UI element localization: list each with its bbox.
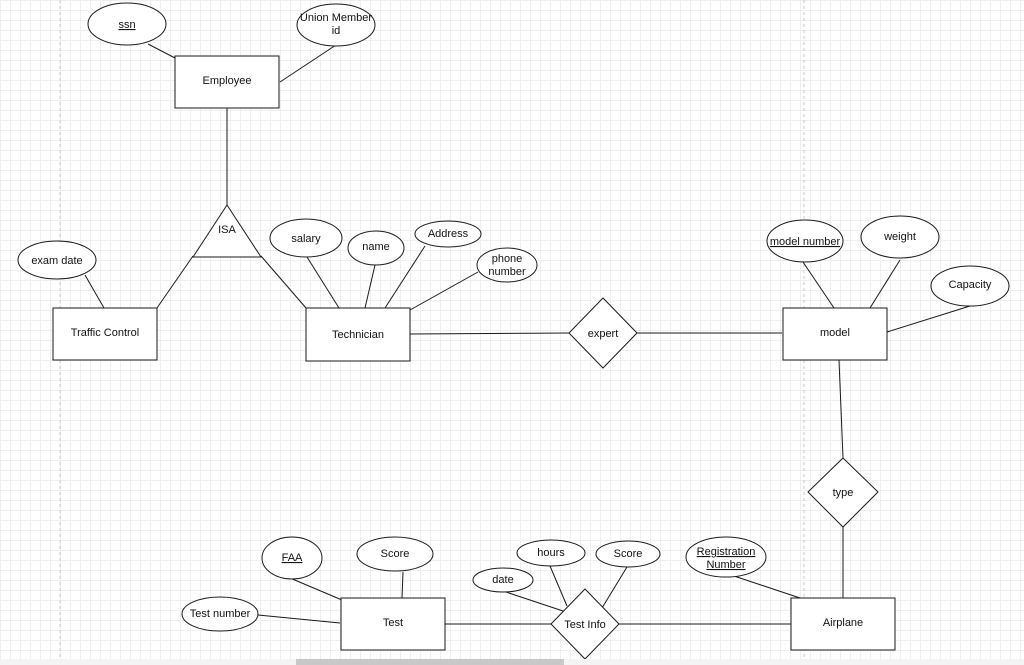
attribute-registration-number-line1: Registration (697, 546, 756, 558)
attribute-registration-number-line2: Number (706, 559, 745, 571)
relationship-type-label: type (833, 487, 854, 499)
attribute-salary[interactable]: salary (269, 218, 343, 258)
entity-traffic-control-label: Traffic Control (71, 327, 139, 339)
attribute-info-score[interactable]: Score (595, 540, 661, 568)
attribute-capacity[interactable]: Capacity (930, 265, 1010, 307)
attribute-union-member-id-line2: id (332, 25, 341, 37)
attribute-test-score[interactable]: Score (356, 536, 434, 572)
relationship-expert-label: expert (588, 328, 619, 340)
attribute-hours-label: hours (537, 547, 565, 559)
attribute-registration-number[interactable]: Registration Number (685, 536, 767, 578)
relationship-expert[interactable]: expert (568, 297, 638, 369)
entity-test-label: Test (383, 617, 403, 629)
entity-model-label: model (820, 327, 850, 339)
attribute-date[interactable]: date (472, 567, 534, 593)
attribute-date-label: date (492, 574, 513, 586)
entity-traffic-control[interactable]: Traffic Control (52, 307, 158, 361)
attribute-phone-number-line2: number (488, 266, 526, 278)
attribute-test-number-label: Test number (190, 608, 251, 620)
attribute-hours[interactable]: hours (516, 539, 586, 567)
entity-test[interactable]: Test (340, 597, 446, 651)
entity-model[interactable]: model (782, 307, 888, 361)
attribute-phone-number[interactable]: phone number (476, 247, 538, 283)
attribute-union-member-id-line1: Union Member (300, 12, 372, 24)
attribute-faa[interactable]: FAA (261, 536, 323, 580)
attribute-address-label: Address (428, 228, 469, 240)
entity-employee-label: Employee (203, 75, 252, 87)
attribute-test-score-label: Score (381, 548, 410, 560)
attribute-weight-label: weight (883, 231, 916, 243)
entity-technician-label: Technician (332, 329, 384, 341)
attribute-model-number-label: model number (770, 236, 841, 248)
attribute-address[interactable]: Address (414, 220, 482, 248)
isa-label: ISA (218, 224, 236, 236)
attribute-test-number[interactable]: Test number (181, 596, 259, 632)
relationship-type[interactable]: type (807, 457, 879, 528)
relationship-test-info[interactable]: Test Info (550, 588, 620, 660)
entity-airplane-label: Airplane (823, 617, 863, 629)
attribute-faa-label: FAA (282, 552, 303, 564)
horizontal-scrollbar-thumb[interactable] (296, 659, 564, 665)
entity-airplane[interactable]: Airplane (790, 597, 896, 651)
attribute-exam-date-label: exam date (31, 255, 82, 267)
attribute-union-member-id[interactable]: Union Member id (296, 3, 376, 47)
isa-triangle[interactable]: ISA (192, 204, 262, 258)
entity-employee[interactable]: Employee (174, 55, 280, 109)
attribute-weight[interactable]: weight (860, 215, 940, 259)
attribute-exam-date[interactable]: exam date (17, 240, 97, 280)
entity-technician[interactable]: Technician (305, 307, 411, 362)
attribute-capacity-label: Capacity (949, 279, 992, 291)
attribute-salary-label: salary (291, 233, 321, 245)
relationship-test-info-label: Test Info (564, 619, 606, 631)
attribute-name-label: name (362, 241, 390, 253)
attribute-ssn[interactable]: ssn (87, 2, 167, 46)
attribute-phone-number-line1: phone (492, 253, 523, 265)
connectors (84, 43, 971, 625)
attribute-info-score-label: Score (614, 548, 643, 560)
attribute-name[interactable]: name (347, 230, 405, 266)
horizontal-scrollbar[interactable] (0, 659, 1024, 665)
attribute-ssn-label: ssn (118, 19, 135, 31)
attribute-model-number[interactable]: model number (766, 219, 844, 263)
